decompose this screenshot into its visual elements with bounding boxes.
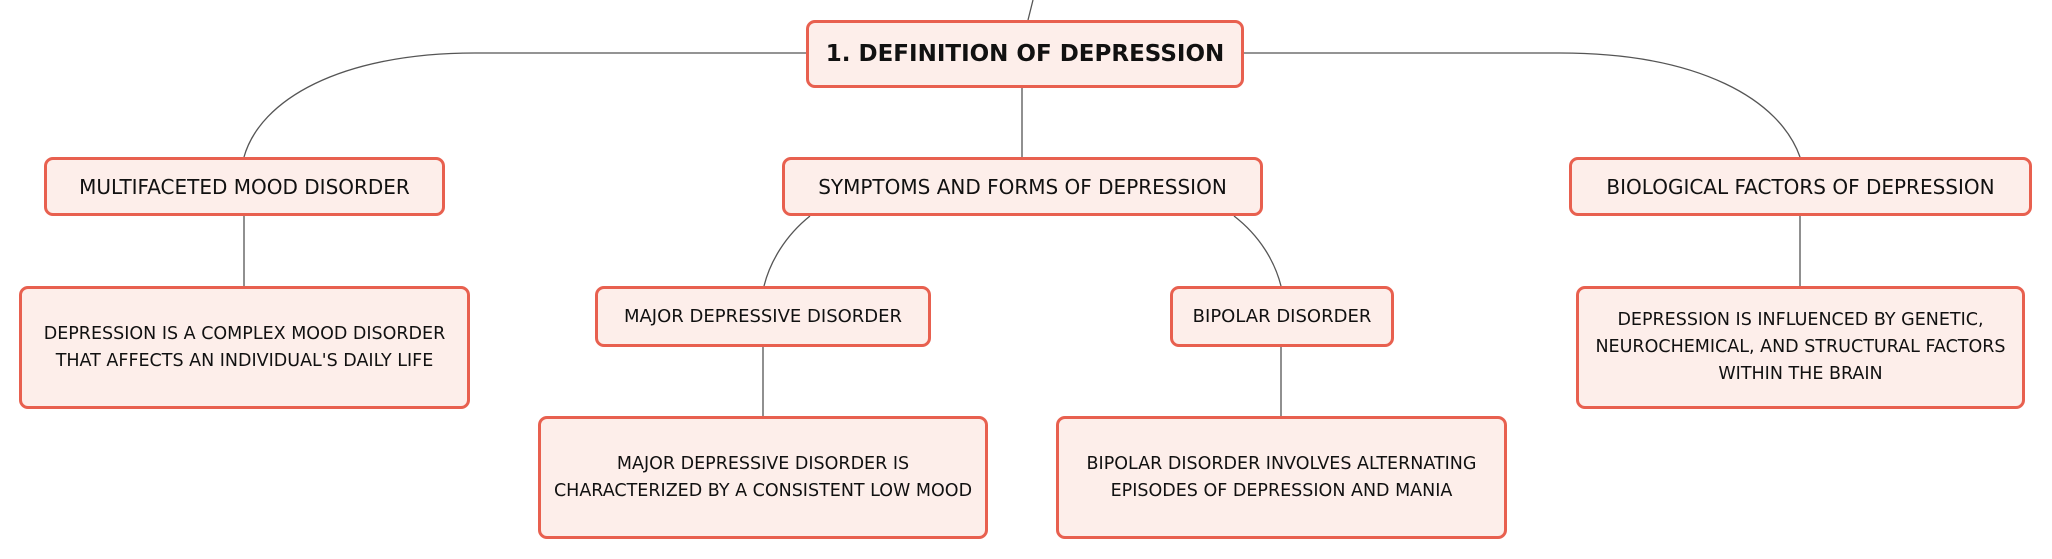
bipolar-disorder-description: BIPOLAR DISORDER INVOLVES ALTERNATING EP… [1086,453,1477,501]
biological-factors-label: BIOLOGICAL FACTORS OF DEPRESSION [1606,174,1995,199]
connector-root-to-bio [1244,52,1801,158]
symptoms-forms-node[interactable]: SYMPTOMS AND FORMS OF DEPRESSION [782,157,1263,216]
symptoms-forms-label: SYMPTOMS AND FORMS OF DEPRESSION [818,174,1227,199]
bipolar-disorder-node[interactable]: BIPOLAR DISORDER [1170,286,1394,347]
mood-disorder-description-node[interactable]: DEPRESSION IS A COMPLEX MOOD DISORDER TH… [19,286,470,409]
connector-from-parent [1027,0,1034,21]
mood-disorder-label: MULTIFACETED MOOD DISORDER [79,174,410,199]
major-depressive-disorder-description: MAJOR DEPRESSIVE DISORDER IS CHARACTERIZ… [553,453,973,501]
mood-disorder-node[interactable]: MULTIFACETED MOOD DISORDER [44,157,445,216]
connector-symptoms-to-bipolar [1233,215,1282,287]
root-node-label: 1. DEFINITION OF DEPRESSION [825,41,1225,67]
biological-factors-node[interactable]: BIOLOGICAL FACTORS OF DEPRESSION [1569,157,2032,216]
biological-factors-description: DEPRESSION IS INFLUENCED BY GENETIC, NEU… [1595,310,2006,384]
mood-disorder-description: DEPRESSION IS A COMPLEX MOOD DISORDER TH… [43,323,446,371]
connector-symptoms-to-mdd [763,215,811,287]
major-depressive-disorder-node[interactable]: MAJOR DEPRESSIVE DISORDER [595,286,931,347]
major-depressive-disorder-description-node[interactable]: MAJOR DEPRESSIVE DISORDER IS CHARACTERIZ… [538,416,988,539]
major-depressive-disorder-label: MAJOR DEPRESSIVE DISORDER [623,306,903,327]
connector-root-to-mood [243,52,806,158]
bipolar-disorder-description-node[interactable]: BIPOLAR DISORDER INVOLVES ALTERNATING EP… [1056,416,1507,539]
bipolar-disorder-label: BIPOLAR DISORDER [1192,306,1372,327]
biological-factors-description-node[interactable]: DEPRESSION IS INFLUENCED BY GENETIC, NEU… [1576,286,2025,409]
root-node[interactable]: 1. DEFINITION OF DEPRESSION [806,20,1244,88]
